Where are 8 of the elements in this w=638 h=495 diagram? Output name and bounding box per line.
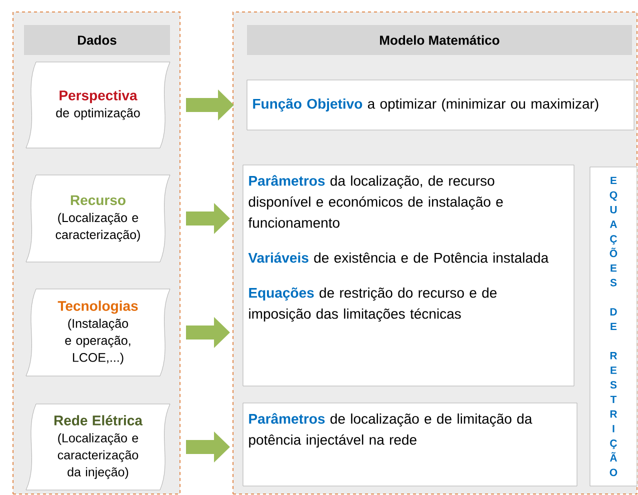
data-box: Rede Elétrica (Localização e caracterização da injeção) bbox=[26, 404, 170, 490]
model-box: Parâmetros de localização e de limitação da potência injectável na rede bbox=[242, 402, 578, 486]
model-box: Função Objetivo a optimizar (minimizar ou maximizar) bbox=[246, 80, 634, 130]
data-box: Perspectiva de optimização bbox=[26, 62, 170, 148]
model-box: Parâmetros da localização, de recurso disponível e económicos de instalação e funcionamento Variáveis de existência e de Potência instalada Equações de restrição do recurso e de imposição das limitações técnicas bbox=[242, 164, 574, 386]
data-box: Tecnologias (Instalação e operação, LCOE,...) bbox=[26, 288, 170, 376]
side-box: EQUAÇÕES DE RESTRIÇÃO bbox=[590, 166, 638, 486]
data-box: Recurso (Localização e caracterização) bbox=[26, 174, 170, 262]
